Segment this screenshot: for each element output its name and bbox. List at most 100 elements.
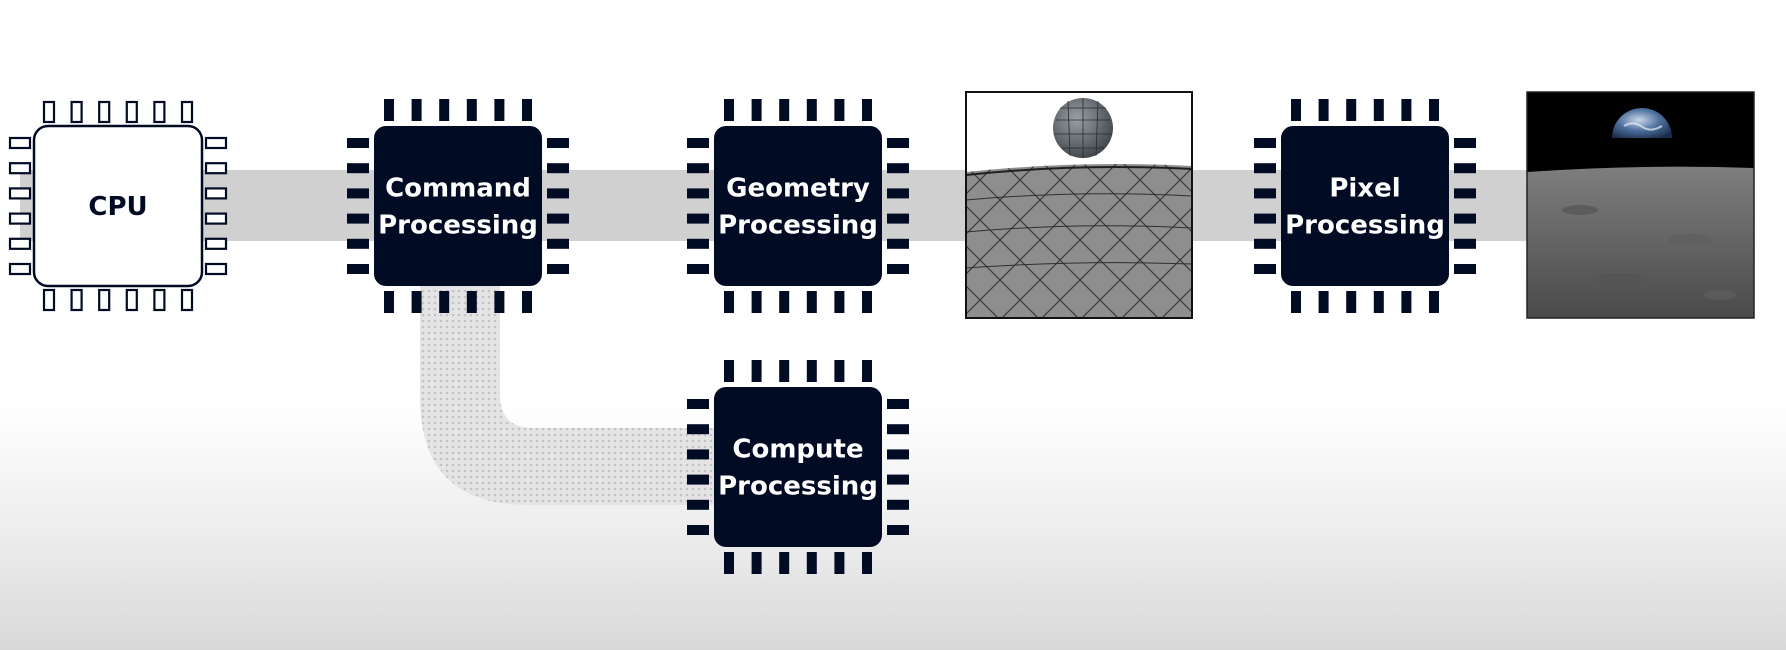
- chip-pin: [347, 138, 369, 148]
- chip-pin: [724, 552, 734, 574]
- chip-pin: [1291, 99, 1301, 121]
- chip-pin: [779, 99, 790, 121]
- chip-pin: [687, 449, 709, 460]
- chip-pin: [1254, 213, 1276, 224]
- chip-pin: [887, 499, 909, 510]
- wireframe-render-frame: [965, 91, 1193, 319]
- chip-pin: [466, 99, 477, 121]
- chip-pin: [687, 213, 709, 224]
- chip-pin: [1373, 99, 1384, 121]
- chip-pin: [1318, 291, 1329, 313]
- chip-pin: [687, 238, 709, 249]
- chip-pin: [1254, 238, 1276, 249]
- chip-pin: [347, 213, 369, 224]
- chip-pin: [887, 474, 909, 485]
- chip-pin: [687, 525, 709, 535]
- chip-pin: [834, 360, 845, 382]
- chip-pin: [806, 291, 817, 313]
- chip-pin: [439, 291, 450, 313]
- chip-pin: [547, 238, 569, 249]
- chip-pin: [1373, 291, 1384, 313]
- chip-pin: [547, 188, 569, 199]
- chip-pin: [347, 188, 369, 199]
- chip-pin: [8, 162, 32, 175]
- chip-cpu: CPU: [8, 100, 228, 312]
- chip-pin: [1346, 291, 1357, 313]
- chip-pin: [724, 99, 734, 121]
- chip-pin: [411, 291, 422, 313]
- chip-pin: [204, 212, 228, 225]
- chip-pin: [1454, 188, 1476, 199]
- chip-pin: [204, 136, 228, 150]
- chip-body: [32, 124, 204, 288]
- chip-pin: [494, 99, 505, 121]
- chip-pin: [779, 291, 790, 313]
- chip-pin: [687, 188, 709, 199]
- chip-pin: [153, 100, 166, 124]
- chip-pin: [887, 449, 909, 460]
- chip-pin: [1346, 99, 1357, 121]
- chip-label-cpu: CPU: [88, 192, 147, 222]
- chip-pin: [1429, 291, 1439, 313]
- chip-pin: [687, 138, 709, 148]
- chip-pin: [751, 99, 762, 121]
- chip-body: [714, 126, 882, 286]
- connection-band-dotted: [420, 284, 715, 505]
- chip-pin: [1454, 238, 1476, 249]
- chip-pin: [751, 360, 762, 382]
- chip-pin: [1454, 213, 1476, 224]
- chip-pin: [687, 424, 709, 435]
- chip-pin: [887, 163, 909, 174]
- chip-pin: [751, 552, 762, 574]
- chip-pin: [522, 291, 532, 313]
- chip-pin: [687, 163, 709, 174]
- chip-pin: [204, 162, 228, 175]
- chip-pin: [1454, 264, 1476, 274]
- chip-label-line: Pixel: [1329, 174, 1400, 204]
- chip-label-line: Compute: [732, 435, 863, 465]
- chip-label-line: Processing: [378, 211, 538, 241]
- chip-pin: [1291, 291, 1301, 313]
- chip-label-line: Processing: [718, 211, 878, 241]
- chip-pin: [687, 499, 709, 510]
- connection-band-main: [20, 170, 1754, 241]
- chip-pin: [180, 100, 194, 124]
- chip-pin: [70, 100, 83, 124]
- chip-pin: [687, 474, 709, 485]
- final-render-image: [1527, 92, 1754, 318]
- chip-label-line: Geometry: [726, 174, 870, 204]
- chip-pin: [384, 99, 394, 121]
- chip-pin: [687, 264, 709, 274]
- chip-pin: [347, 163, 369, 174]
- chip-pin: [1254, 163, 1276, 174]
- chip-pin: [887, 138, 909, 148]
- chip-pin: [494, 291, 505, 313]
- chip-pin: [887, 188, 909, 199]
- chip-pin: [42, 288, 56, 312]
- chip-pin: [887, 525, 909, 535]
- chip-pin: [125, 288, 138, 312]
- chip-pin: [834, 99, 845, 121]
- chip-pin: [862, 552, 872, 574]
- chip-pin: [751, 291, 762, 313]
- chip-pin: [779, 552, 790, 574]
- chip-label-line: Command: [385, 174, 531, 204]
- chip-pin: [1454, 163, 1476, 174]
- chip-pin: [834, 552, 845, 574]
- chip-pin: [862, 360, 872, 382]
- chip-pin: [1318, 99, 1329, 121]
- chip-pin: [8, 237, 32, 250]
- chip-pin: [887, 264, 909, 274]
- chip-pin: [125, 100, 138, 124]
- chip-pin: [204, 237, 228, 250]
- chip-body: [374, 126, 542, 286]
- chip-pin: [1401, 99, 1412, 121]
- chip-pin: [180, 288, 194, 312]
